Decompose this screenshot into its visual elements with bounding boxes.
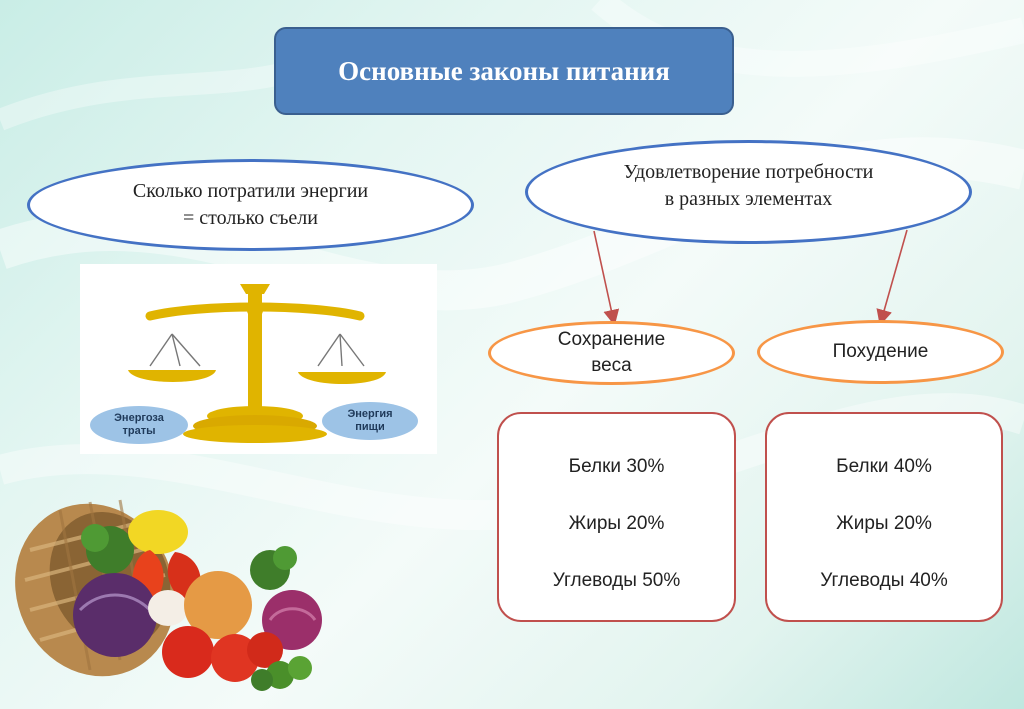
scales-panel: Энергоза траты Энергия пищи bbox=[80, 264, 437, 454]
balance-scales-icon bbox=[128, 284, 386, 443]
weight-loss-carbs: Углеводы 40% bbox=[820, 570, 948, 591]
weight-keep-protein: Белки 30% bbox=[568, 456, 665, 477]
arrow-to-weight-loss bbox=[876, 229, 908, 326]
weight-keep-fat: Жиры 20% bbox=[568, 513, 665, 534]
energy-spending-line-1: Энергоза bbox=[114, 412, 164, 425]
food-energy-label: Энергия пищи bbox=[322, 402, 418, 440]
energy-spending-label: Энергоза траты bbox=[90, 406, 188, 444]
vegetable-basket-icon bbox=[15, 499, 322, 691]
branch-weight-loss-ellipse: Похудение bbox=[757, 320, 1004, 384]
energy-spending-line-2: траты bbox=[122, 425, 156, 437]
weight-loss-fat: Жиры 20% bbox=[836, 513, 932, 534]
branch-weight-keep-line-1: Сохранение bbox=[557, 329, 666, 351]
weight-loss-protein: Белки 40% bbox=[836, 456, 932, 477]
arrow-to-weight-keep bbox=[593, 230, 620, 326]
food-energy-line-1: Энергия bbox=[347, 408, 393, 421]
branch-weight-loss-label: Похудение bbox=[832, 341, 929, 363]
weight-loss-nutrient-box: Белки 40% Жиры 20% Углеводы 40% bbox=[765, 412, 1003, 622]
law-energy-ellipse: Сколько потратили энергии = столько съел… bbox=[27, 159, 474, 251]
branch-weight-keep-line-2: веса bbox=[591, 355, 632, 376]
law-needs-line-1: Удовлетворение потребности bbox=[623, 161, 874, 183]
weight-keep-nutrient-box: Белки 30% Жиры 20% Углеводы 50% bbox=[497, 412, 736, 622]
law-energy-line-2: = столько съели bbox=[183, 207, 318, 229]
food-energy-line-2: пищи bbox=[355, 421, 385, 433]
diagram-title: Основные законы питания bbox=[274, 27, 734, 115]
branch-weight-keep-ellipse: Сохранение веса bbox=[488, 321, 735, 385]
law-needs-line-2: в разных элементах bbox=[664, 188, 833, 210]
law-energy-line-1: Сколько потратили энергии bbox=[132, 180, 369, 202]
weight-keep-carbs: Углеводы 50% bbox=[552, 570, 681, 591]
law-needs-ellipse: Удовлетворение потребности в разных элем… bbox=[525, 140, 972, 244]
